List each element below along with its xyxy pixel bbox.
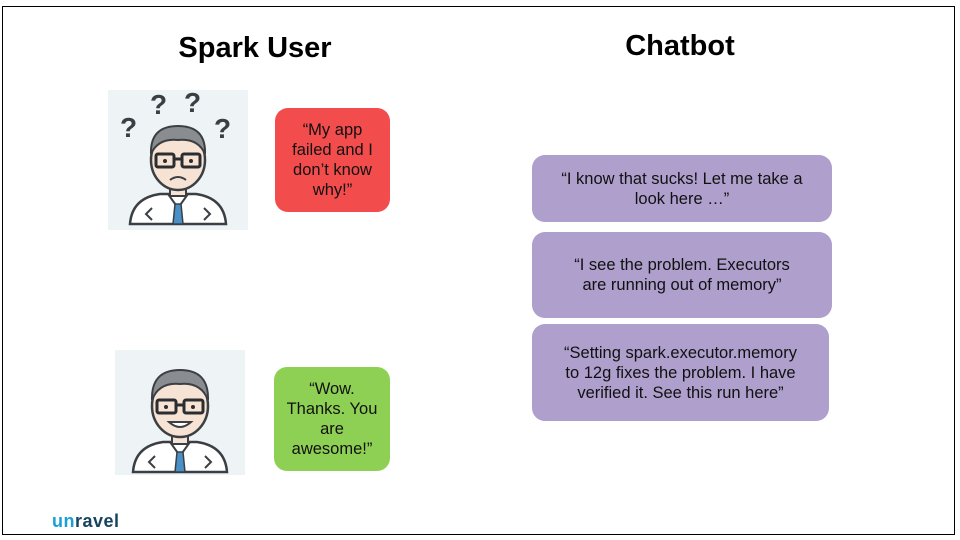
confused-user-icon: ? ? ? ? [108,90,248,230]
user-thanks-bubble: “Wow. Thanks. You are awesome!” [274,367,390,471]
svg-text:?: ? [120,112,137,143]
happy-user-icon [115,350,245,475]
svg-text:?: ? [214,113,231,144]
user-problem-bubble: “My app failed and I don’t know why!” [275,108,390,212]
unravel-logo: unravel [52,512,120,530]
chatbot-reply-bubble-1: “I know that sucks! Let me take a look h… [532,155,832,222]
user-column-heading: Spark User [178,32,332,64]
svg-text:?: ? [184,90,201,118]
chatbot-reply-bubble-2: “I see the problem. Executors are runnin… [532,232,832,318]
chatbot-column-heading: Chatbot [625,30,735,62]
svg-text:?: ? [150,90,167,120]
logo-prefix: un [52,511,75,531]
chatbot-reply-bubble-3: “Setting spark.executor.memory to 12g fi… [532,324,829,421]
logo-suffix: ravel [75,511,120,531]
